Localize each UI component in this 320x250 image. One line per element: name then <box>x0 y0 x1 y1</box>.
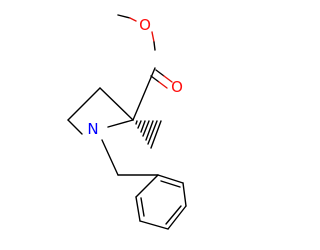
bond-oxygen-carbonyl-red <box>151 31 155 43</box>
bond-ring-bottom-left <box>67 119 83 135</box>
bond-carbonyl-double-b <box>150 75 160 83</box>
bond-carbonyl-double-b-red <box>158 81 168 89</box>
bond-carbonyl-stereocenter <box>132 67 156 121</box>
atom-label-oxygen-double: O <box>171 78 183 96</box>
bond-ring-top <box>99 87 134 121</box>
atom-label-oxygen-single: O <box>139 16 151 34</box>
bond-methyl-oxygen-red <box>129 17 137 22</box>
bond-ring-left <box>67 87 101 121</box>
bond-ring-bottom-right <box>107 119 134 128</box>
benzene-ring <box>135 174 187 230</box>
bond-nitrogen-benzyl <box>101 139 119 176</box>
hashed-wedge-methyl <box>135 120 162 149</box>
atom-label-nitrogen: N <box>87 120 98 138</box>
bond-methyl-oxygen <box>117 14 131 19</box>
molecule-structure-diagram: O O N <box>67 14 187 230</box>
bond-carbonyl-double-a-red <box>163 75 173 83</box>
bond-carbonyl-double-a <box>155 69 165 77</box>
bond-oxygen-carbonyl <box>153 41 156 51</box>
